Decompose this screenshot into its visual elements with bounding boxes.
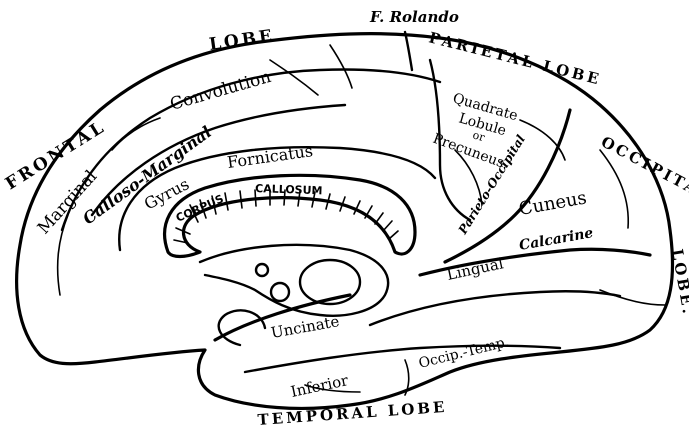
fissure-of-rolando — [405, 32, 412, 70]
frontal-sulcus-c — [270, 60, 318, 95]
mammillary-body-b — [256, 264, 268, 276]
or-label: or — [471, 128, 487, 144]
convolution-label: Convolution — [168, 67, 273, 115]
collateral-fissure — [370, 291, 620, 325]
fornicatus-label: Fornicatus — [226, 141, 314, 172]
frontal-sulcus-b — [112, 118, 160, 150]
uncinate-label: Uncinate — [270, 312, 341, 342]
mammillary-body-a — [271, 283, 289, 301]
parietal-label: PARIETAL LOBE — [427, 28, 603, 88]
hemisphere-outline — [17, 34, 673, 409]
thalamus — [300, 260, 360, 304]
frontal-lobe-label: LOBE — [208, 26, 276, 55]
cuneus-label: Cuneus — [517, 187, 588, 220]
inferior-label: Inferior — [289, 371, 350, 401]
callosum-label: CALLOSUM — [255, 182, 323, 197]
rolando-label: F. Rolando — [369, 8, 459, 26]
corpus-label: CORPUS — [174, 192, 226, 225]
occipital-label: OCCIPITAL — [598, 133, 689, 206]
occipital-sulcus — [600, 290, 665, 305]
temporal-label: TEMPORAL LOBE — [257, 398, 448, 429]
frontal-sulcus-d — [330, 45, 352, 88]
